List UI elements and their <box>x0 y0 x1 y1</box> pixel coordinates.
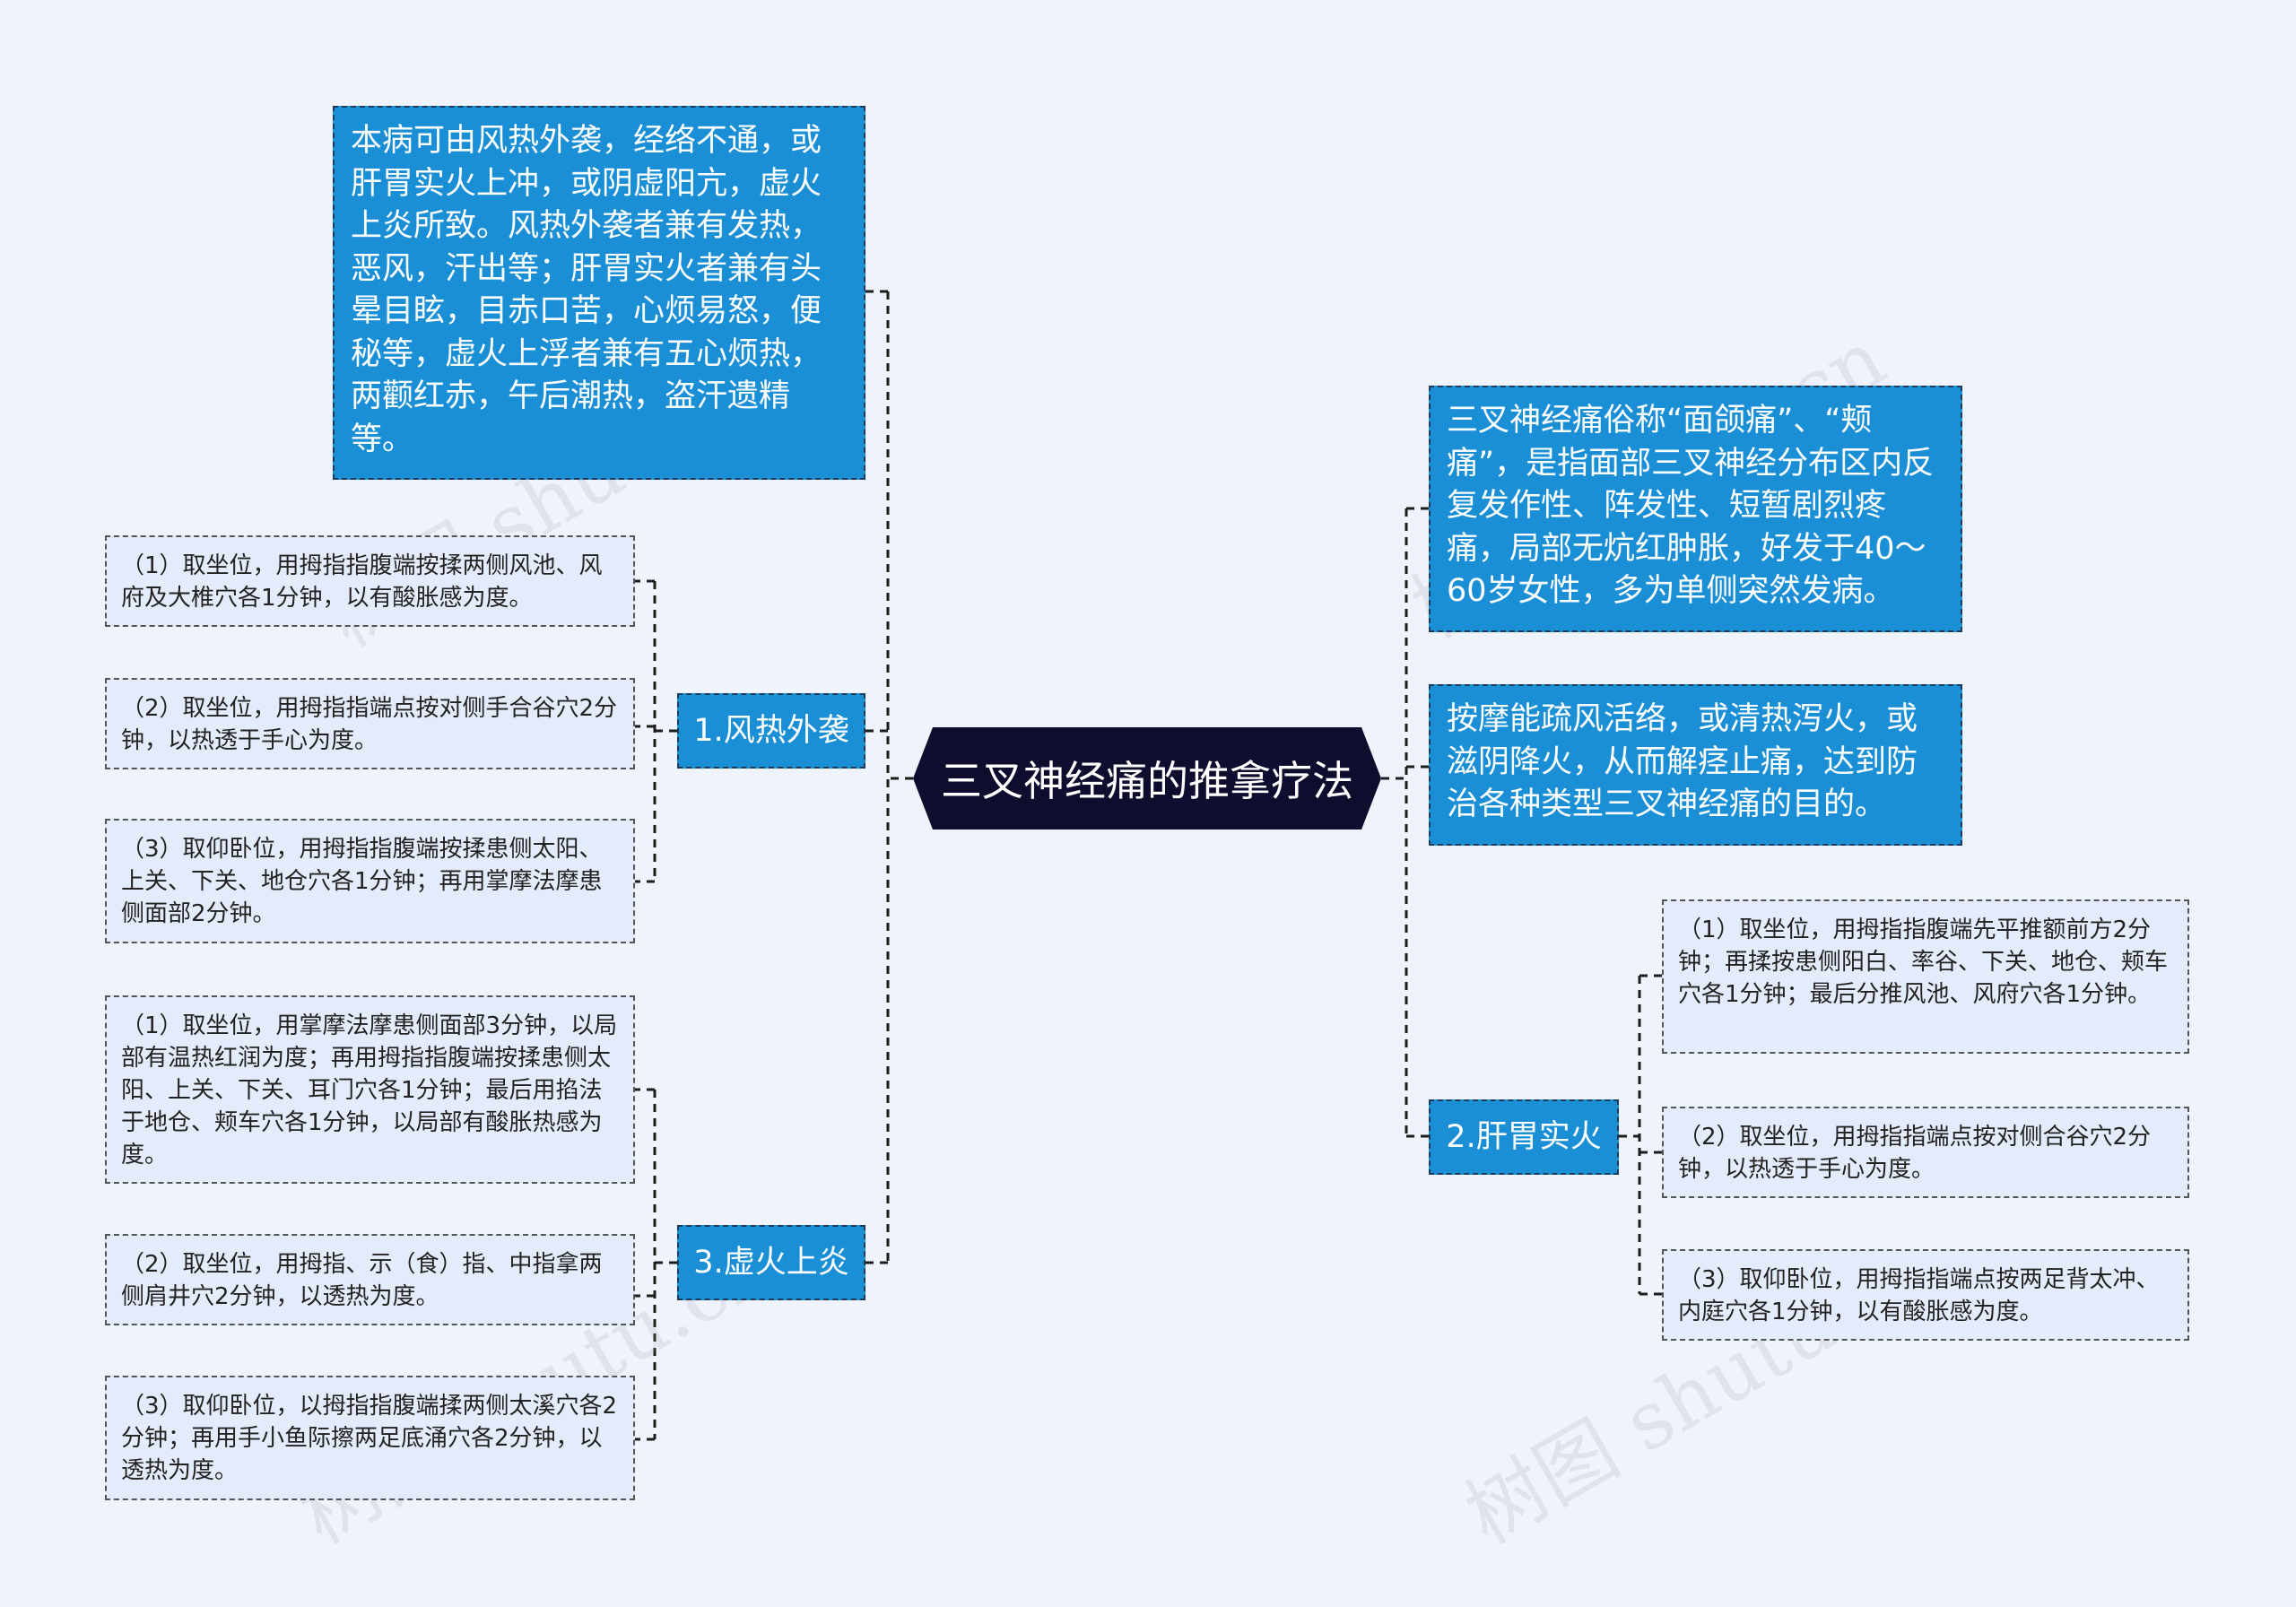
leaf-liver-stomach-fire-3[interactable]: （3）取仰卧位，用拇指指端点按两足背太冲、内庭穴各1分钟，以有酸胀感为度。 <box>1662 1249 2189 1341</box>
branch-wind-heat-label: 1.风热外袭 <box>693 712 849 749</box>
leaf-wind-heat-3[interactable]: （3）取仰卧位，用拇指指腹端按揉患侧太阳、上关、下关、地仓穴各1分钟；再用掌摩法… <box>105 819 635 943</box>
leaf-wind-heat-1[interactable]: （1）取坐位，用拇指指腹端按揉两侧风池、风府及大椎穴各1分钟，以有酸胀感为度。 <box>105 535 635 627</box>
leaf-deficiency-fire-1[interactable]: （1）取坐位，用掌摩法摩患侧面部3分钟，以局部有温热红润为度；再用拇指指腹端按揉… <box>105 995 635 1184</box>
purpose-node[interactable]: 按摩能疏风活络，或清热泻火，或滋阴降火，从而解痉止痛，达到防治各种类型三叉神经痛… <box>1429 684 1962 846</box>
central-topic-label: 三叉神经痛的推拿疗法 <box>941 757 1353 805</box>
leaf-deficiency-fire-2[interactable]: （2）取坐位，用拇指、示（食）指、中指拿两侧肩井穴2分钟，以透热为度。 <box>105 1234 635 1325</box>
leaf-liver-stomach-fire-2[interactable]: （2）取坐位，用拇指指端点按对侧合谷穴2分钟，以热透于手心为度。 <box>1662 1107 2189 1198</box>
leaf-deficiency-fire-3[interactable]: （3）取仰卧位，以拇指指腹端揉两侧太溪穴各2分钟；再用手小鱼际擦两足底涌穴各2分… <box>105 1376 635 1500</box>
central-topic[interactable]: 三叉神经痛的推拿疗法 <box>913 727 1381 830</box>
cause-node[interactable]: 本病可由风热外袭，经络不通，或肝胃实火上冲，或阴虚阳亢，虚火上炎所致。风热外袭者… <box>333 106 865 480</box>
branch-deficiency-fire-label: 3.虚火上炎 <box>693 1244 849 1281</box>
definition-node[interactable]: 三叉神经痛俗称“面颌痛”、“颊痛”，是指面部三叉神经分布区内反复发作性、阵发性、… <box>1429 386 1962 632</box>
branch-wind-heat[interactable]: 1.风热外袭 <box>677 693 865 769</box>
branch-liver-stomach-fire[interactable]: 2.肝胃实火 <box>1429 1099 1619 1175</box>
leaf-liver-stomach-fire-1[interactable]: （1）取坐位，用拇指指腹端先平推额前方2分钟；再揉按患侧阳白、率谷、下关、地仓、… <box>1662 899 2189 1054</box>
branch-liver-stomach-fire-label: 2.肝胃实火 <box>1446 1118 1602 1155</box>
branch-deficiency-fire[interactable]: 3.虚火上炎 <box>677 1225 865 1300</box>
leaf-wind-heat-2[interactable]: （2）取坐位，用拇指指端点按对侧手合谷穴2分钟，以热透于手心为度。 <box>105 678 635 769</box>
